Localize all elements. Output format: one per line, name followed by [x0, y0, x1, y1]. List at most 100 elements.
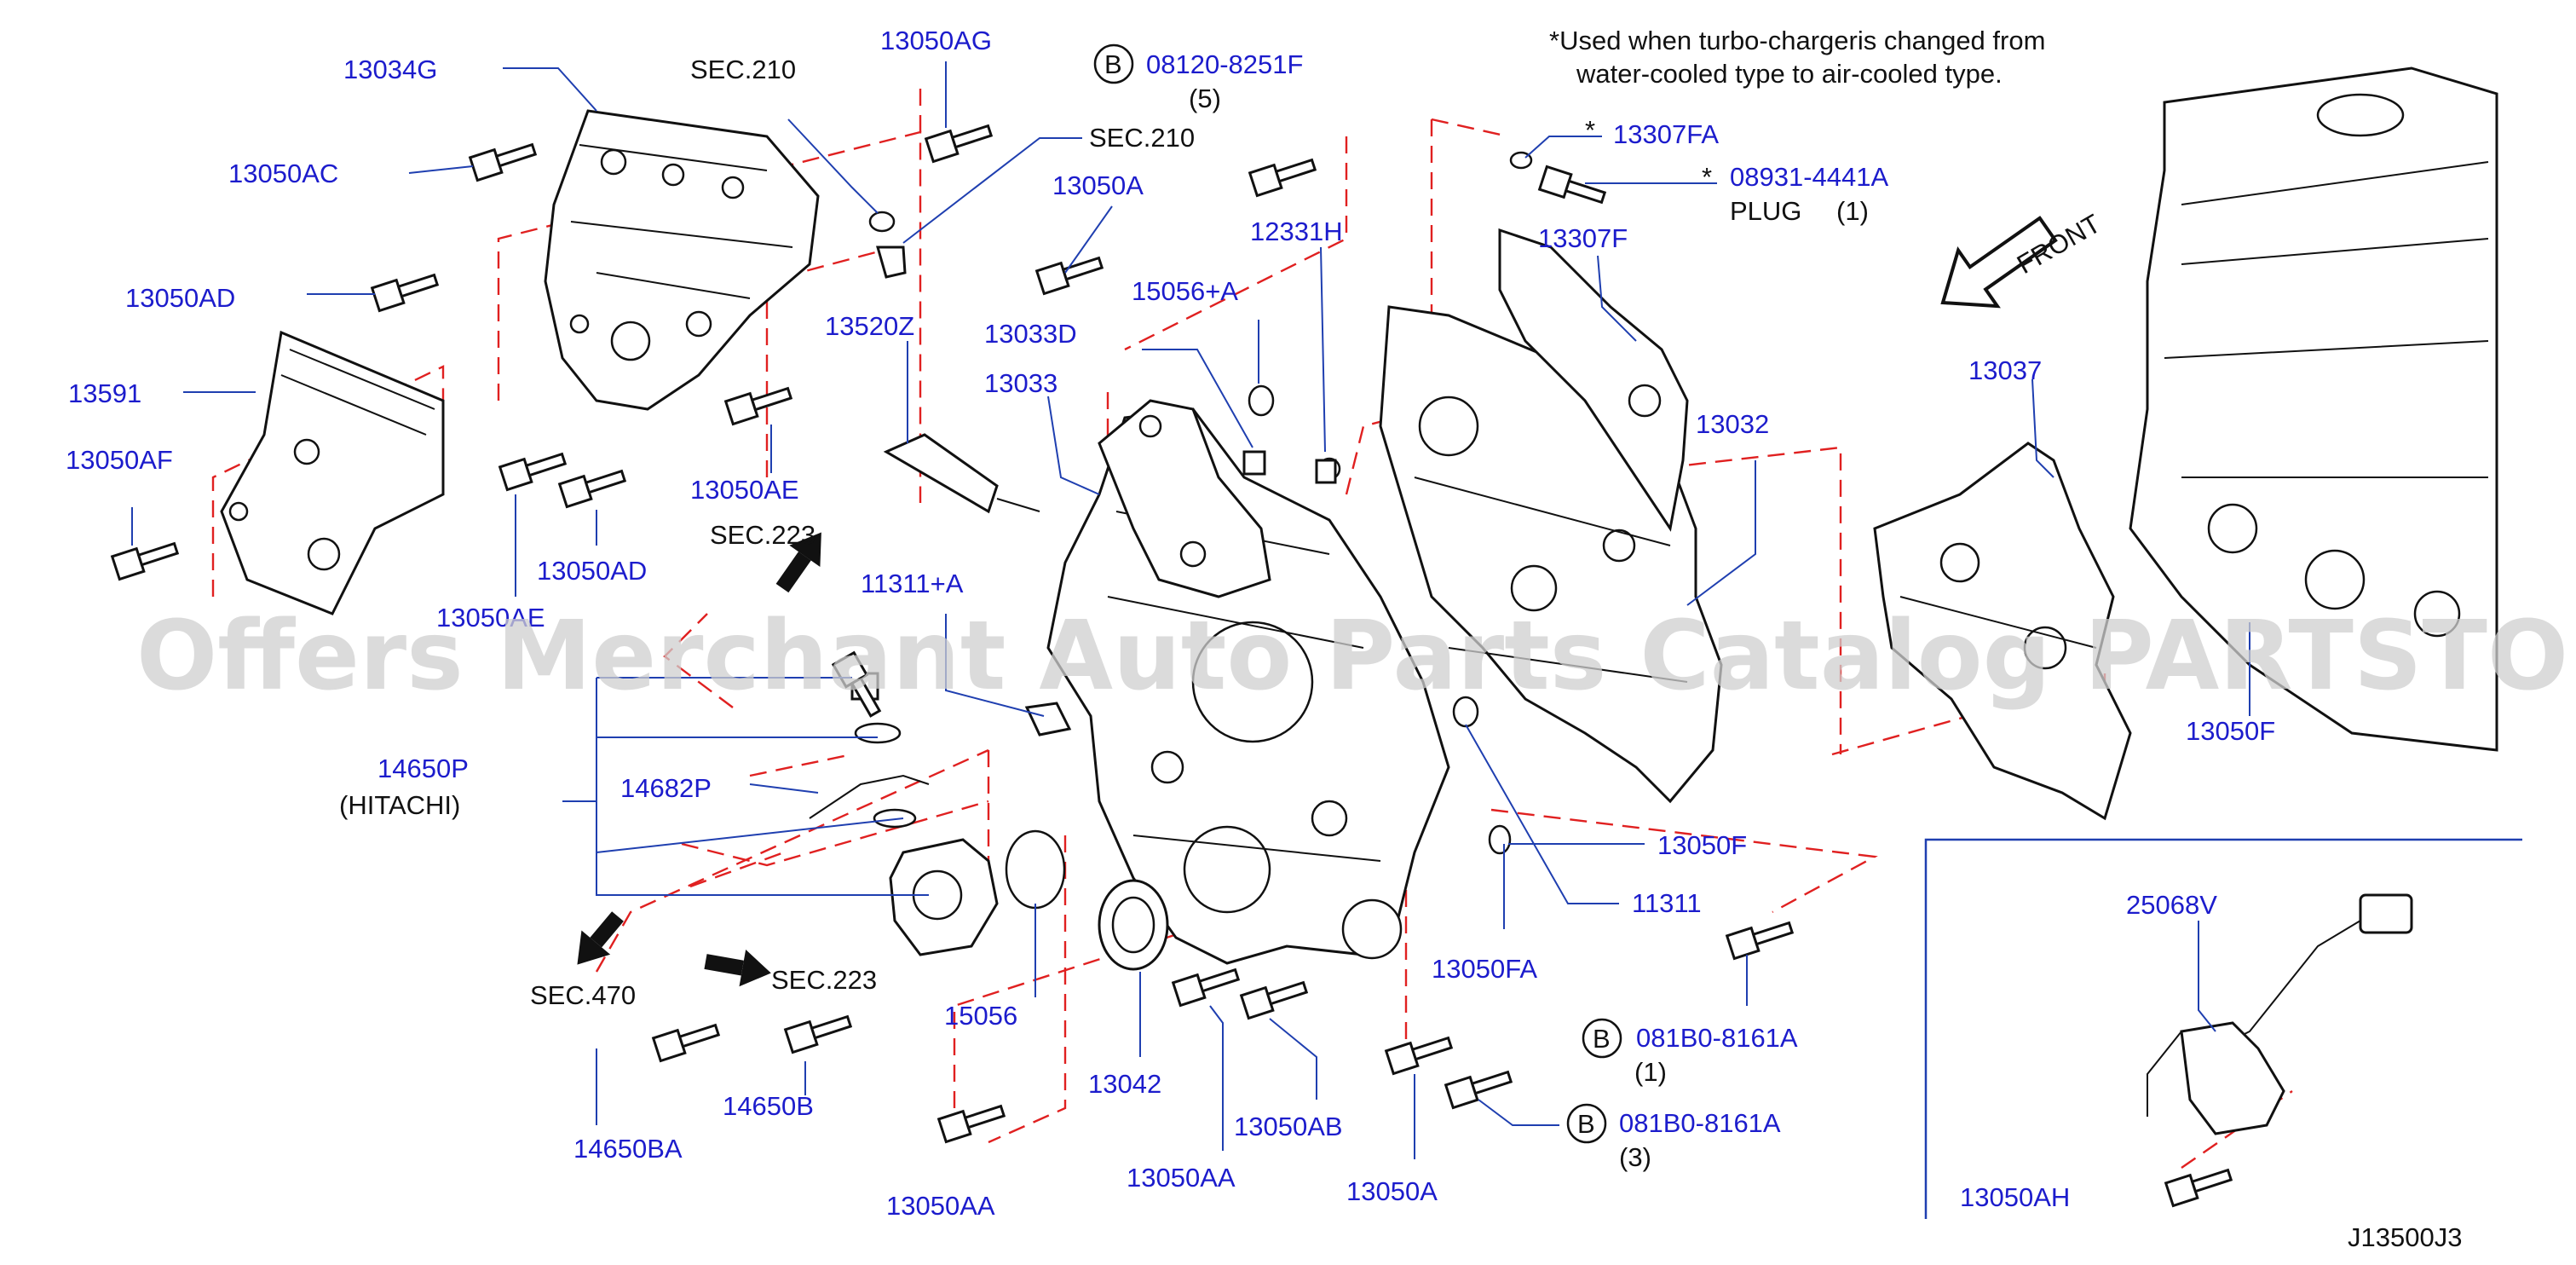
label-13033D[interactable]: 13033D [984, 319, 1077, 349]
bolt [1248, 158, 1317, 198]
label-13050AB[interactable]: 13050AB [1234, 1112, 1343, 1141]
sealant-tube [883, 433, 1040, 514]
ref-sec223-b[interactable]: SEC.223 [771, 965, 877, 995]
arrow-sec223-right [704, 949, 771, 987]
label-14650P[interactable]: 14650P [377, 754, 469, 783]
bolt [936, 1104, 1006, 1144]
label-13520Z[interactable]: 13520Z [825, 311, 914, 341]
label-13050AE[interactable]: 13050AE [436, 603, 545, 632]
ref-sec470[interactable]: SEC.470 [530, 980, 636, 1010]
qty-1-plug: (1) [1836, 196, 1869, 226]
note-line-2: water-cooled type to air-cooled type. [1576, 59, 2003, 89]
front-oil-seal [1098, 879, 1169, 971]
label-13050A-lower[interactable]: 13050A [1346, 1176, 1438, 1206]
star-marker-b: * [1702, 162, 1712, 192]
star-marker: * [1585, 115, 1595, 145]
label-13050AA[interactable]: 13050AA [1127, 1163, 1236, 1193]
label-13050AC[interactable]: 13050AC [228, 159, 338, 188]
bolt [1239, 980, 1309, 1020]
arrow-sec223-up [775, 532, 821, 593]
qty-1: (1) [1634, 1057, 1667, 1087]
callout-b-2: B [1593, 1024, 1611, 1054]
bolt [557, 469, 627, 509]
bolts [110, 124, 2233, 1208]
bolt [1384, 1036, 1454, 1076]
bolt [831, 650, 882, 718]
label-13050A[interactable]: 13050A [1052, 170, 1144, 200]
direction-arrows [577, 216, 2058, 987]
bolt [924, 124, 994, 164]
bolt [1171, 968, 1241, 1008]
bolt [783, 1014, 853, 1054]
bolt [1034, 256, 1104, 296]
ref-sec210[interactable]: SEC.210 [690, 55, 796, 84]
label-13307FA[interactable]: 13307FA [1613, 119, 1719, 149]
label-13037[interactable]: 13037 [1968, 355, 2042, 385]
front-cover-plate [220, 330, 445, 615]
seal-and-fitting [868, 211, 907, 279]
label-08120-8251F[interactable]: 08120-8251F [1146, 49, 1303, 79]
label-14650BA[interactable]: 14650BA [573, 1134, 683, 1164]
callout-circles [1093, 43, 1622, 1144]
bolt [498, 452, 568, 492]
bolt [370, 273, 440, 313]
label-13050F[interactable]: 13050F [1657, 830, 1747, 860]
bracket [1098, 399, 1271, 598]
detail-frame [1924, 838, 2522, 1219]
bolt [1537, 165, 1607, 205]
crank-sensor [2147, 893, 2413, 1135]
callout-b: B [1104, 49, 1122, 79]
label-15056[interactable]: 15056 [944, 1001, 1017, 1031]
label-13050AA-left[interactable]: 13050AA [886, 1191, 995, 1221]
label-13050AD-lower[interactable]: 13050AD [537, 556, 647, 586]
label-13034G[interactable]: 13034G [343, 55, 437, 84]
front-arrow-icon [1940, 216, 2058, 309]
ref-sec210-b[interactable]: SEC.210 [1089, 123, 1195, 153]
bolt [723, 386, 793, 426]
label-12331H[interactable]: 12331H [1250, 217, 1343, 246]
callout-b-3: B [1577, 1109, 1595, 1139]
gasket-13037 [1873, 442, 2132, 821]
qty-3: (3) [1619, 1142, 1651, 1172]
arrow-sec470 [577, 911, 624, 965]
qty-5: (5) [1189, 84, 1221, 113]
engine-block [2129, 66, 2498, 752]
label-08931-4441A[interactable]: 08931-4441A [1730, 162, 1888, 192]
label-13050F-right[interactable]: 13050F [2186, 716, 2275, 746]
label-plug: PLUG [1730, 196, 1801, 226]
label-13050AH[interactable]: 13050AH [1960, 1182, 2070, 1212]
label-14682P[interactable]: 14682P [620, 773, 712, 803]
bolt [651, 1023, 721, 1063]
label-hitachi: (HITACHI) [339, 790, 460, 820]
label-13032[interactable]: 13032 [1696, 409, 1769, 439]
leader-lines [131, 61, 2250, 1159]
label-25068V[interactable]: 25068V [2126, 890, 2217, 920]
label-081B0-8161A-b[interactable]: 081B0-8161A [1619, 1108, 1781, 1138]
label-13307F[interactable]: 13307F [1538, 223, 1628, 253]
label-14650B[interactable]: 14650B [723, 1091, 814, 1121]
label-13591[interactable]: 13591 [68, 378, 141, 408]
label-13050AE-right[interactable]: 13050AE [690, 475, 799, 505]
diagram-id: J13500J3 [2348, 1222, 2462, 1252]
part-labels: 13034G 13050AC 13050AD 13591 13050AF 130… [66, 26, 2462, 1252]
ref-sec223[interactable]: SEC.223 [710, 520, 815, 550]
timing-cover-upper [544, 109, 820, 411]
label-081B0-8161A[interactable]: 081B0-8161A [1636, 1023, 1798, 1053]
label-15056A[interactable]: 15056+A [1132, 276, 1238, 306]
bolt [110, 541, 180, 581]
label-13042[interactable]: 13042 [1088, 1069, 1161, 1099]
label-13033[interactable]: 13033 [984, 368, 1057, 398]
label-13050AF[interactable]: 13050AF [66, 445, 173, 475]
label-13050AD[interactable]: 13050AD [125, 283, 235, 313]
bolt [1725, 921, 1795, 961]
label-11311[interactable]: 11311 [1632, 888, 1702, 918]
vacuum-pump [889, 829, 1066, 956]
bolt [1444, 1070, 1513, 1110]
label-11311A[interactable]: 11311+A [861, 569, 964, 598]
label-13050FA[interactable]: 13050FA [1432, 954, 1537, 984]
bolt [468, 142, 538, 182]
bolt [2164, 1168, 2233, 1208]
note-line-1: *Used when turbo-chargeris changed from [1549, 26, 2045, 55]
label-13050AG[interactable]: 13050AG [880, 26, 992, 55]
